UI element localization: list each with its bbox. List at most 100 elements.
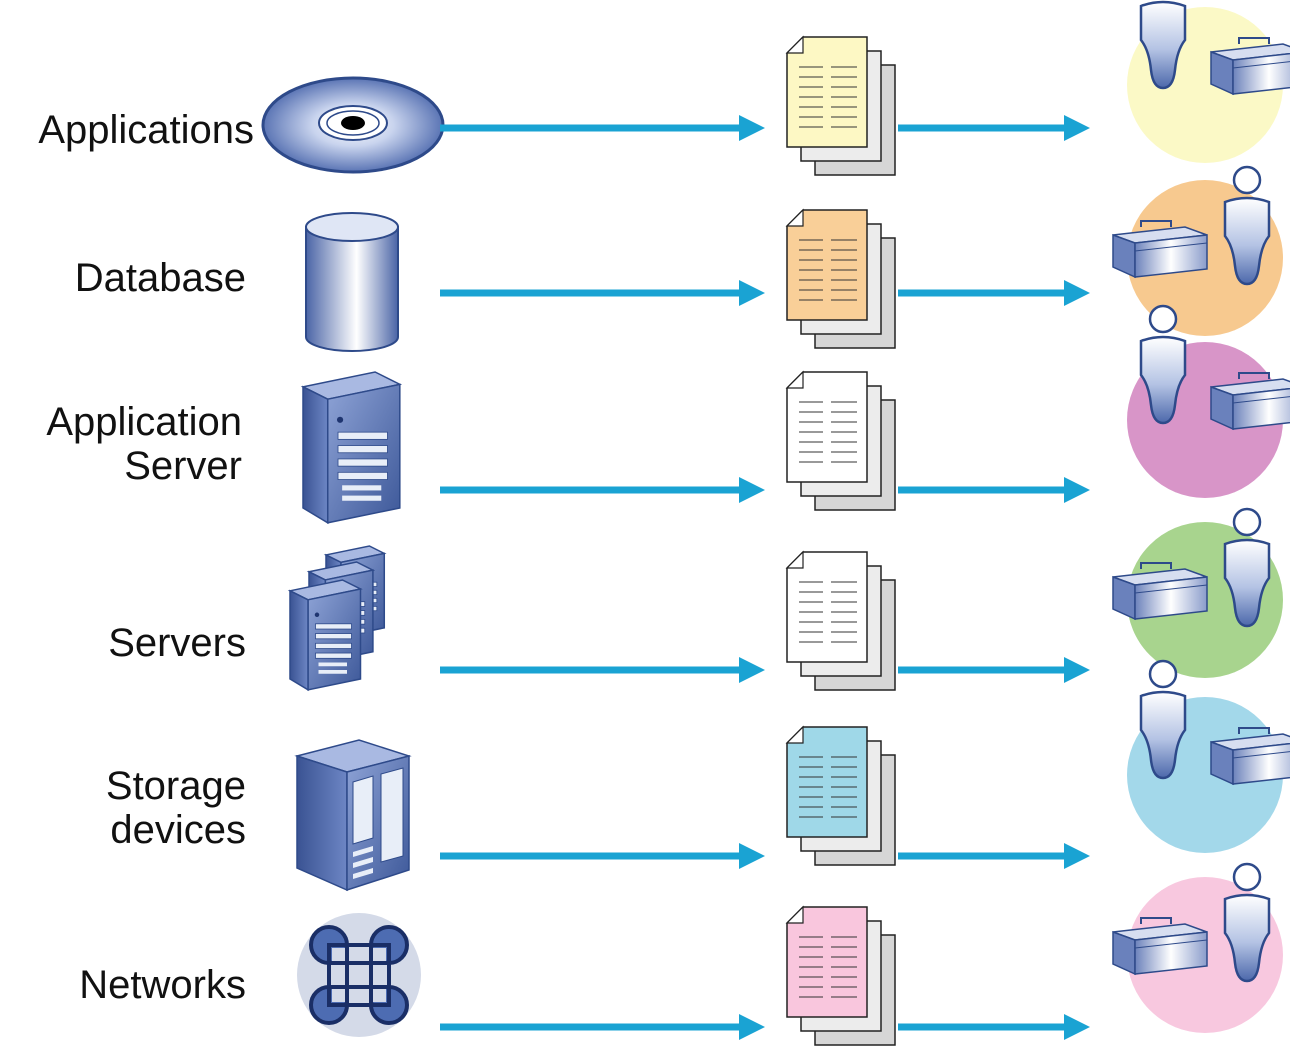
person-body [1139, 335, 1187, 425]
tower-bay [315, 652, 352, 659]
person-body [1139, 0, 1187, 90]
tower-vent [342, 485, 382, 491]
toolbox-side [1112, 233, 1136, 279]
toolbox-side [1112, 575, 1136, 621]
tower-bay [337, 445, 388, 454]
flow-arrow-head [1064, 843, 1090, 869]
tower-bay [315, 642, 352, 649]
server-tower-icon [300, 371, 403, 525]
network-symbol-icon [297, 913, 421, 1037]
flow-arrow-head [1064, 1014, 1090, 1040]
flow-arrow-head [739, 1014, 765, 1040]
cabinet-panel-left [352, 775, 374, 845]
toolbox-handle [1140, 562, 1172, 569]
tower-led [336, 416, 344, 423]
tower-vent [342, 495, 382, 501]
toolbox-handle [1140, 917, 1172, 924]
tower-side [302, 385, 329, 525]
tower-bay [337, 471, 388, 480]
flow-arrow-head [1064, 280, 1090, 306]
flow-arrow-head [739, 843, 765, 869]
toolbox-seam [1134, 939, 1208, 949]
cabinet-slot [353, 857, 373, 868]
cabinet-panel-right [380, 767, 404, 863]
flow-arrow-head [739, 657, 765, 683]
diagram-row [294, 659, 1290, 892]
row-label-line: Storage [105, 764, 246, 808]
row-label-line: devices [110, 808, 246, 852]
cabinet-slot [353, 846, 373, 857]
person-body [1223, 196, 1271, 286]
toolbox-front [1232, 742, 1290, 785]
tower-front [307, 588, 362, 691]
network-square-fill [332, 948, 386, 1002]
flow-arrow-head [739, 115, 765, 141]
row-label-line: Applications [38, 108, 254, 152]
person-body [1223, 893, 1271, 983]
server-cluster-icon [287, 545, 387, 692]
diagram-row [300, 304, 1290, 525]
person-head [1232, 165, 1262, 195]
person-body [1223, 538, 1271, 628]
document-fold [785, 550, 804, 569]
toolbox-seam [1134, 584, 1208, 594]
toolbox-handle [1238, 727, 1270, 734]
toolbox-handle [1140, 220, 1172, 227]
cylinder-body [305, 226, 399, 352]
toolbox-front [1134, 931, 1208, 975]
disc-hole [341, 116, 365, 130]
row-label-line: Servers [108, 621, 246, 665]
diagram-row [261, 0, 1290, 176]
tower-vent [318, 662, 347, 667]
toolbox-front [1232, 387, 1290, 430]
diagram-row [297, 862, 1283, 1046]
tower-side [289, 589, 309, 692]
toolbox-seam [1232, 396, 1290, 404]
toolbox-seam [1134, 242, 1208, 252]
database-cylinder-icon [305, 212, 399, 352]
row-label-line: Application [46, 400, 242, 444]
tower-bay [315, 623, 352, 630]
person-head [1148, 304, 1178, 334]
toolbox-seam [1232, 61, 1290, 69]
toolbox-front [1134, 576, 1208, 620]
person-head [1148, 659, 1178, 689]
flow-arrow-head [739, 280, 765, 306]
document-fold [785, 208, 804, 227]
person-body [1139, 690, 1187, 780]
tower-bay [315, 633, 352, 640]
toolbox-seam [1232, 751, 1290, 759]
row-label-line: Server [124, 444, 242, 488]
storage-cabinet-icon [294, 739, 412, 892]
person-head [1232, 507, 1262, 537]
toolbox-front [1232, 52, 1290, 95]
toolbox-front [1134, 234, 1208, 278]
flow-arrow-head [1064, 115, 1090, 141]
row-label: Networks [79, 963, 246, 1007]
document-fold [785, 725, 804, 744]
toolbox-handle [1238, 37, 1270, 44]
cylinder-top [305, 212, 399, 242]
disc-ring-inner [326, 110, 380, 136]
document-fold [785, 35, 804, 54]
cd-disc-icon [261, 76, 445, 174]
tower-vent [318, 670, 347, 674]
network-square [327, 943, 391, 1007]
flow-arrow-head [739, 477, 765, 503]
toolbox-side [1112, 930, 1136, 976]
document-fold [785, 370, 804, 389]
diagram-row [305, 165, 1283, 352]
cabinet-slot [353, 868, 373, 879]
toolbox-handle [1238, 372, 1270, 379]
diagram-row [287, 507, 1283, 692]
cabinet-side [296, 754, 348, 892]
row-label-line: Database [74, 256, 246, 300]
row-label: Applications [38, 108, 254, 152]
flow-arrow-head [1064, 477, 1090, 503]
row-label-line: Networks [79, 963, 246, 1007]
person-head [1232, 862, 1262, 892]
flow-arrow-head [1064, 657, 1090, 683]
tower-front [326, 383, 401, 524]
